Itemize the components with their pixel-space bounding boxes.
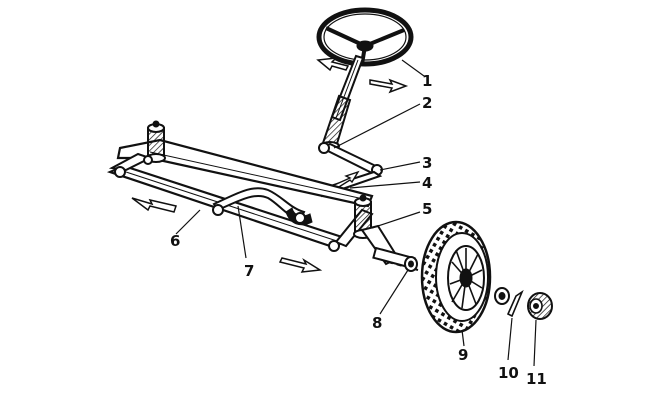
callout-3: 3 bbox=[422, 154, 432, 172]
callouts: 1 2 3 4 5 6 7 8 9 10 11 bbox=[170, 72, 547, 388]
callout-7: 7 bbox=[244, 262, 254, 280]
right-king-pin bbox=[353, 194, 373, 239]
direction-arrows bbox=[131, 197, 323, 273]
callout-10: 10 bbox=[498, 364, 519, 382]
callout-5: 5 bbox=[422, 200, 432, 218]
left-king-pin bbox=[146, 120, 166, 163]
bearing-washer bbox=[404, 256, 418, 272]
leader-lines bbox=[175, 59, 537, 367]
hub-cap bbox=[527, 292, 553, 320]
steering-wheel bbox=[316, 7, 414, 67]
callout-6: 6 bbox=[170, 232, 180, 250]
callout-11: 11 bbox=[526, 370, 547, 388]
wheel bbox=[420, 220, 492, 334]
pivot-joints bbox=[114, 155, 340, 252]
cotter-pin bbox=[506, 289, 524, 318]
callout-1: 1 bbox=[422, 72, 432, 90]
hub-nut bbox=[494, 287, 510, 305]
callout-8: 8 bbox=[372, 314, 382, 332]
callout-9: 9 bbox=[458, 346, 468, 364]
callout-2: 2 bbox=[422, 94, 432, 112]
rotation-arrows bbox=[316, 57, 409, 94]
callout-4: 4 bbox=[422, 174, 432, 192]
